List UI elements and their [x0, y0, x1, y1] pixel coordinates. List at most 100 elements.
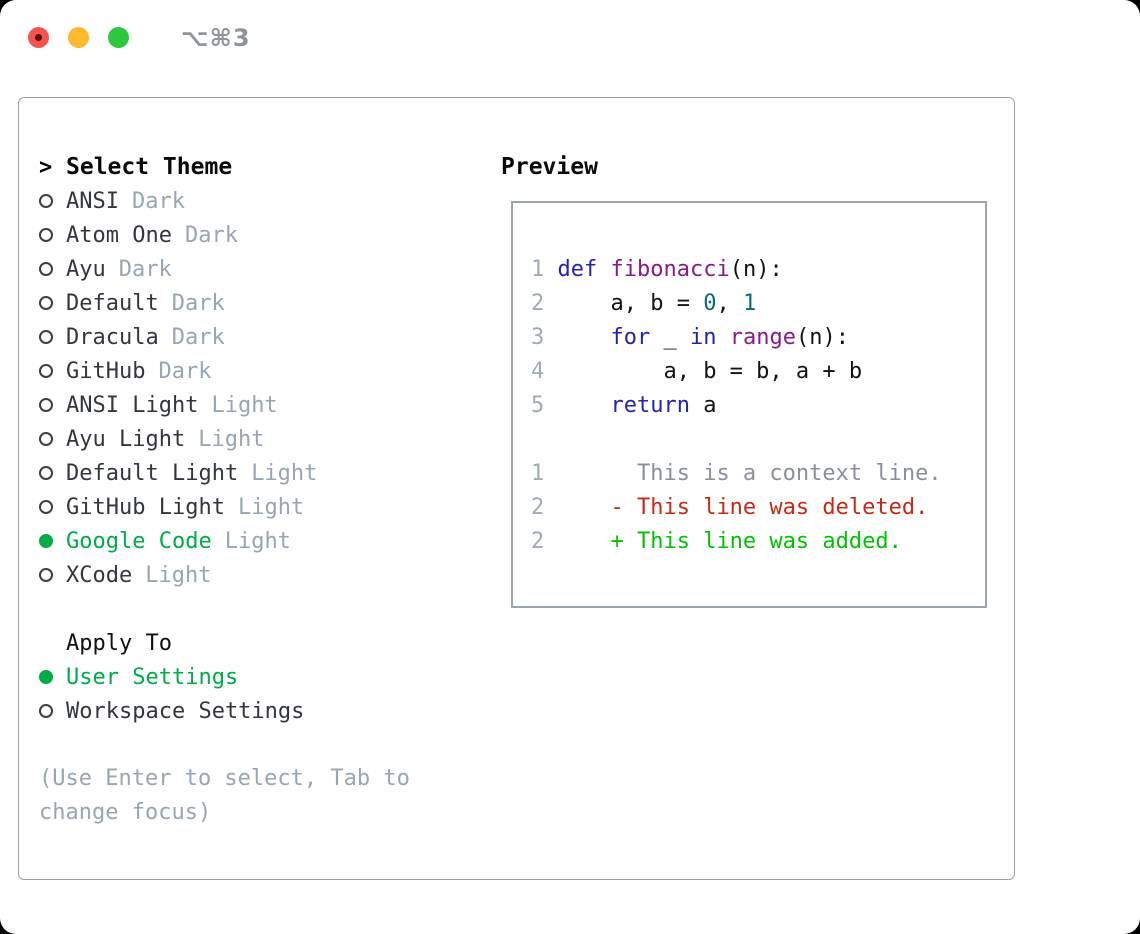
apply-option[interactable]: Workspace Settings: [39, 694, 501, 728]
preview-title: Preview: [501, 154, 598, 180]
variant-label: Light: [237, 494, 305, 520]
code-line: 5 return a: [531, 389, 985, 423]
radio-icon: [39, 194, 66, 208]
option-label: Dracula: [66, 324, 159, 350]
option-label: XCode: [66, 562, 133, 588]
line-number: 5: [531, 393, 545, 418]
code-segment: a, b = b, a + b: [557, 359, 863, 384]
code-segment: [716, 325, 729, 350]
variant-label: Light: [224, 528, 291, 554]
line-number: 3: [531, 325, 545, 350]
preview-pane: Preview 1 def fibonacci(n):2 a, b = 0, 1…: [501, 150, 996, 879]
code-segment: (n):: [795, 325, 849, 350]
code-line: 3 for _ in range(n):: [531, 321, 985, 355]
variant-label: Light: [145, 562, 212, 588]
selected-radio-icon: [39, 534, 66, 548]
select-theme-header: > Select Theme: [39, 150, 501, 184]
radio-icon: [39, 330, 66, 344]
line-number: 1: [531, 461, 545, 486]
variant-label: Dark: [184, 222, 238, 248]
code-segment: + This line was added.: [557, 529, 902, 554]
radio-icon: [39, 466, 66, 480]
option-label: Ayu Light: [66, 426, 186, 452]
code-line: 2 a, b = 0, 1: [531, 287, 985, 321]
option-label: ANSI: [66, 188, 119, 214]
theme-option[interactable]: XCode Light: [39, 558, 501, 592]
code-segment: This is a context line.: [557, 461, 942, 486]
option-label: Atom One: [66, 222, 172, 248]
theme-option[interactable]: Atom One Dark: [39, 218, 501, 252]
option-label: Default: [66, 290, 159, 316]
close-button[interactable]: [28, 27, 49, 48]
selected-radio-icon: [39, 670, 66, 684]
code-line: [531, 423, 985, 457]
variant-label: Dark: [118, 256, 172, 282]
code-line: 1 This is a context line.: [531, 457, 985, 491]
titlebar: ⌥⌘3: [0, 0, 1140, 75]
variant-label: Light: [251, 460, 318, 486]
theme-option[interactable]: GitHub Light Light: [39, 490, 501, 524]
line-number: 2: [531, 529, 545, 554]
code-segment: - This line was deleted.: [557, 495, 929, 520]
theme-option[interactable]: Google Code Light: [39, 524, 501, 558]
code-segment: return: [610, 393, 690, 418]
code-line: 2 - This line was deleted.: [531, 491, 985, 525]
variant-label: Light: [211, 392, 278, 418]
theme-option[interactable]: ANSI Dark: [39, 184, 501, 218]
window-title: ⌥⌘3: [181, 23, 251, 52]
code-segment: fibonacci: [610, 257, 730, 282]
code-segment: ,: [716, 291, 743, 316]
variant-label: Dark: [171, 324, 225, 350]
code-segment: _: [650, 325, 690, 350]
code-segment: 0: [703, 291, 717, 316]
radio-icon: [39, 704, 66, 718]
code-line: 4 a, b = b, a + b: [531, 355, 985, 389]
variant-label: Dark: [158, 358, 212, 384]
line-number: 2: [531, 291, 545, 316]
radio-icon: [39, 228, 66, 242]
option-label: Ayu: [66, 256, 106, 282]
radio-icon: [39, 296, 66, 310]
code-segment: def: [557, 257, 611, 282]
theme-option[interactable]: ANSI Light Light: [39, 388, 501, 422]
code-segment: 1: [742, 291, 757, 316]
radio-icon: [39, 262, 66, 276]
theme-option[interactable]: Ayu Dark: [39, 252, 501, 286]
radio-icon: [39, 398, 66, 412]
radio-icon: [39, 568, 66, 582]
code-segment: a, b =: [557, 291, 704, 316]
minimize-button[interactable]: [68, 27, 89, 48]
select-theme-label: Select Theme: [66, 154, 233, 180]
apply-option[interactable]: User Settings: [39, 660, 501, 694]
theme-option[interactable]: Dracula Dark: [39, 320, 501, 354]
theme-option[interactable]: Default Light Light: [39, 456, 501, 490]
option-label: Google Code: [66, 528, 212, 554]
apply-to-header: Apply To: [39, 626, 501, 660]
zoom-button[interactable]: [108, 27, 129, 48]
option-label: GitHub Light: [66, 494, 225, 520]
radio-icon: [39, 364, 66, 378]
theme-option[interactable]: GitHub Dark: [39, 354, 501, 388]
code-segment: [558, 325, 611, 350]
option-label: ANSI Light: [66, 392, 199, 418]
option-label: GitHub: [66, 358, 146, 384]
code-segment: range: [729, 325, 796, 350]
line-number: 4: [531, 359, 545, 384]
code-segment: a: [689, 393, 717, 418]
code-segment: in: [689, 325, 717, 350]
close-dot-icon: [35, 34, 42, 41]
variant-label: Dark: [131, 188, 185, 214]
radio-icon: [39, 432, 66, 446]
code-segment: for: [610, 325, 651, 350]
option-label: Default Light: [66, 460, 239, 486]
code-segment: [558, 393, 611, 418]
code-segment: (n):: [729, 257, 783, 282]
